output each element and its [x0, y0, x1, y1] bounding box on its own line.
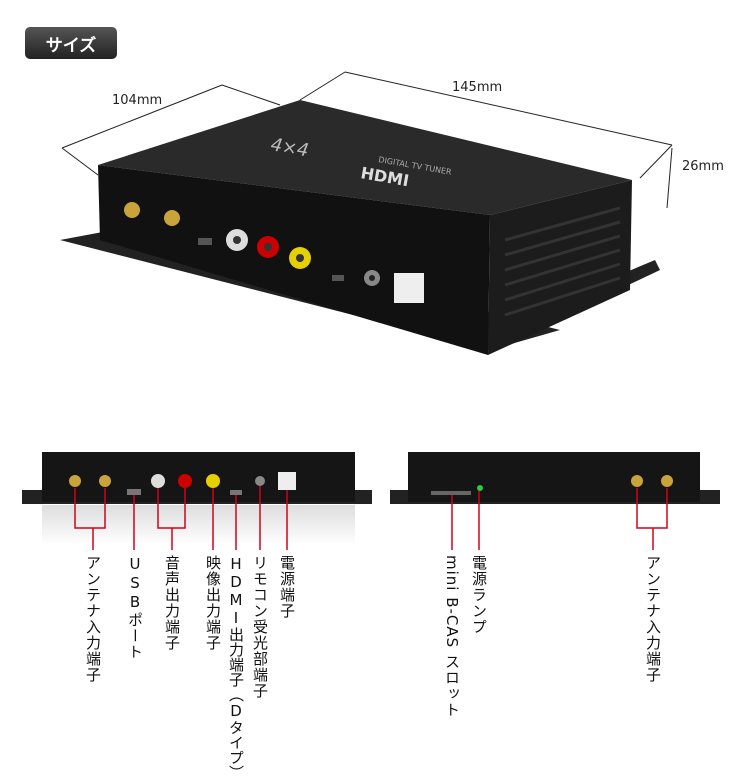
- rear-view: [390, 452, 720, 504]
- front-view: [22, 452, 372, 504]
- label-usb-port: USBポート: [126, 555, 144, 660]
- label-rear-antenna-input: アンテナ入力端子: [644, 555, 662, 683]
- label-hdmi-output: HDMI出力端子（Dタイプ）: [227, 555, 245, 780]
- width-label: 145mm: [452, 80, 503, 95]
- label-remote-receiver: リモコン受光部端子: [251, 555, 269, 699]
- device-3d-view: 4×4 HDMI DIGITAL TV TUNER: [60, 100, 660, 355]
- product-illustration: 4×4 HDMI DIGITAL TV TUNER: [22, 71, 720, 550]
- front-callout-lines: [74, 486, 288, 550]
- label-bcas-slot: mini B-CAS スロット: [443, 555, 461, 718]
- label-power-lamp: 電源ランプ: [470, 555, 488, 635]
- rear-callout-lines: [451, 488, 668, 550]
- size-badge: サイズ: [25, 27, 117, 59]
- height-label: 26mm: [682, 159, 724, 174]
- width-dimension-line: [344, 71, 673, 146]
- label-power-terminal: 電源端子: [278, 555, 296, 619]
- height-dimension-line: [666, 147, 673, 209]
- depth-label: 104mm: [112, 93, 163, 108]
- label-video-output: 映像出力端子: [204, 555, 222, 651]
- depth-dimension-line: [61, 84, 223, 149]
- label-audio-output: 音声出力端子: [163, 555, 181, 651]
- label-antenna-input: アンテナ入力端子: [84, 555, 102, 683]
